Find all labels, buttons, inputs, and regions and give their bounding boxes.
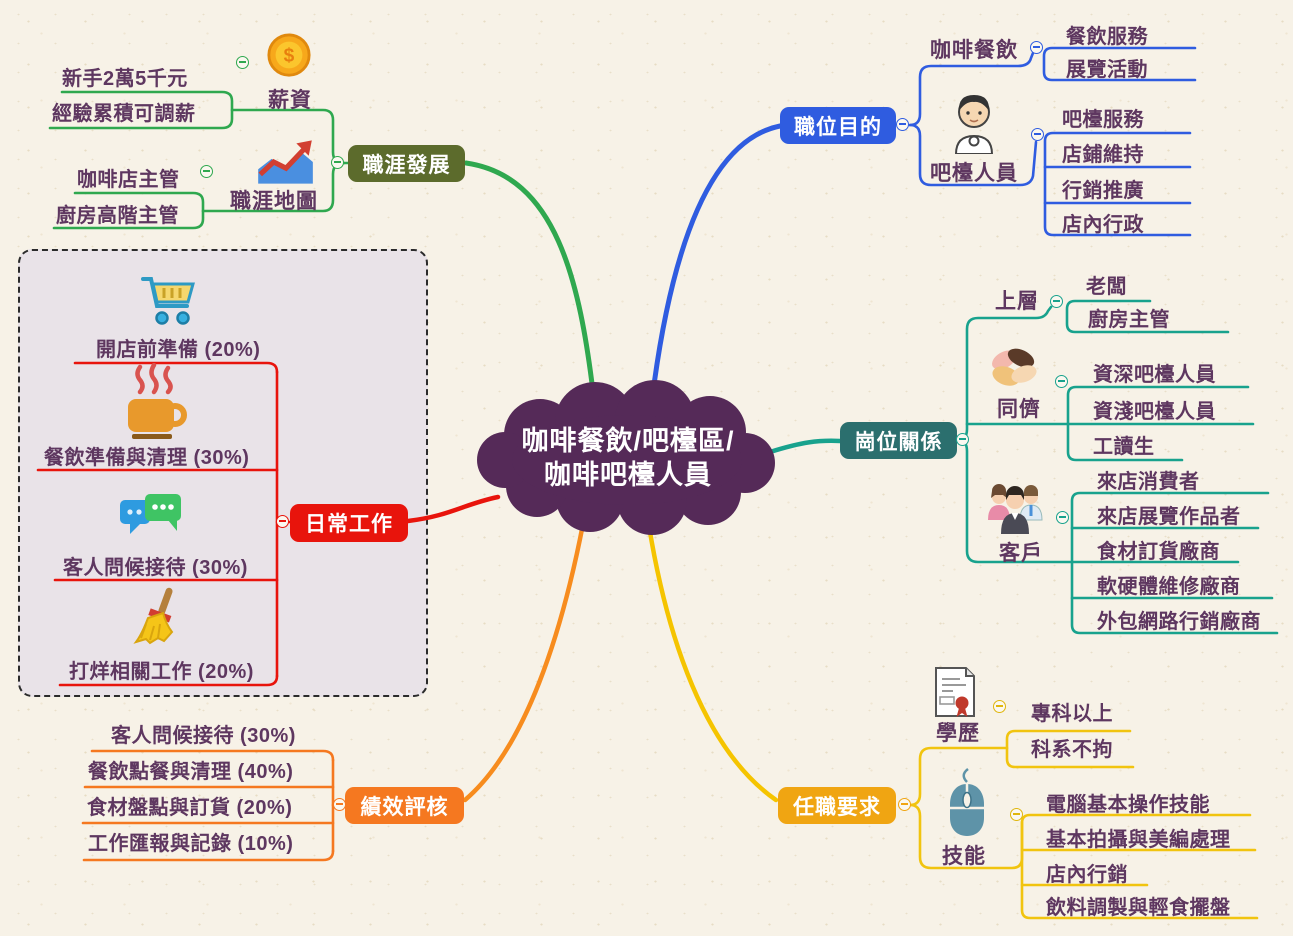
leaf-cust-4[interactable]: 軟硬體維修廠商 [1097,576,1241,598]
leaf-daily-1[interactable]: 開店前準備 (20%) [96,339,261,361]
leaf-salary-1[interactable]: 新手2萬5千元 [62,68,188,90]
leaf-skill-1[interactable]: 電腦基本操作技能 [1046,794,1210,816]
leaf-coffee-2[interactable]: 展覽活動 [1066,59,1148,81]
leaf-upper-1[interactable]: 老闆 [1086,276,1127,298]
topic-coffee-fnb[interactable]: 咖啡餐飲 [930,39,1018,62]
collapse-button-salary[interactable] [236,56,249,69]
collapse-button-career[interactable] [331,156,344,169]
central-topic-line1: 咖啡餐飲/吧檯區/ [521,426,735,456]
leaf-peers-2[interactable]: 資淺吧檯人員 [1093,401,1216,423]
topic-customers[interactable]: 客戶 [999,542,1043,565]
leaf-skill-3[interactable]: 店內行銷 [1046,864,1128,886]
branch-daily[interactable]: 日常工作 [290,504,408,542]
topic-education[interactable]: 學歷 [936,722,980,745]
collapse-button-upper[interactable] [1050,295,1063,308]
collapse-button-career-map[interactable] [200,165,213,178]
leaf-bar-2[interactable]: 店鋪維持 [1062,144,1144,166]
leaf-coffee-1[interactable]: 餐飲服務 [1066,26,1148,48]
leaf-perf-2[interactable]: 餐飲點餐與清理 (40%) [88,761,294,783]
collapse-button-education[interactable] [993,700,1006,713]
center-cloud-shape[interactable] [477,380,775,535]
leaf-bar-3[interactable]: 行銷推廣 [1062,180,1144,202]
leaf-map-2[interactable]: 廚房高階主管 [56,205,179,227]
leaf-daily-3[interactable]: 客人問候接待 (30%) [63,557,248,579]
branch-performance[interactable]: 績效評核 [345,787,464,824]
leaf-skill-2[interactable]: 基本拍攝與美編處理 [1046,829,1231,851]
svg-text:$: $ [284,46,295,67]
collapse-button-skills[interactable] [1010,808,1023,821]
leaf-perf-3[interactable]: 食材盤點與訂貨 (20%) [87,797,293,819]
topic-peers[interactable]: 同儕 [997,398,1041,421]
leaf-perf-4[interactable]: 工作匯報與記錄 (10%) [88,833,294,855]
leaf-perf-1[interactable]: 客人問候接待 (30%) [111,725,296,747]
collapse-button-requirements[interactable] [898,798,911,811]
central-topic[interactable]: 咖啡餐飲/吧檯區/ 咖啡吧檯人員 [478,424,778,492]
leaf-cust-5[interactable]: 外包網路行銷廠商 [1097,611,1261,633]
topic-upper[interactable]: 上層 [995,290,1039,313]
leaf-edu-1[interactable]: 專科以上 [1031,703,1113,725]
topic-bar-staff[interactable]: 吧檯人員 [930,162,1018,185]
central-topic-line2: 咖啡吧檯人員 [544,460,712,490]
branch-purpose[interactable]: 職位目的 [780,107,896,144]
collapse-button-performance[interactable] [333,798,346,811]
collapse-button-coffee-fnb[interactable] [1030,41,1043,54]
leaf-daily-2[interactable]: 餐飲準備與清理 (30%) [44,447,250,469]
collapse-button-daily[interactable] [276,515,289,528]
topic-salary[interactable]: 薪資 [268,89,312,112]
leaf-daily-4[interactable]: 打烊相關工作 (20%) [69,661,254,683]
leaf-peers-1[interactable]: 資深吧檯人員 [1093,364,1216,386]
leaf-cust-3[interactable]: 食材訂貨廠商 [1097,541,1220,563]
leaf-cust-2[interactable]: 來店展覽作品者 [1097,506,1241,528]
topic-career-map[interactable]: 職涯地圖 [230,190,318,213]
branch-career[interactable]: 職涯發展 [348,145,465,182]
daily-work-boundary [18,249,428,697]
collapse-button-bar-staff[interactable] [1031,128,1044,141]
topic-skills[interactable]: 技能 [942,845,986,868]
leaf-cust-1[interactable]: 來店消費者 [1097,471,1200,493]
collapse-button-customers[interactable] [1056,511,1069,524]
branch-relations[interactable]: 崗位關係 [840,422,957,459]
leaf-edu-2[interactable]: 科系不拘 [1031,739,1113,761]
leaf-map-1[interactable]: 咖啡店主管 [77,169,180,191]
purpose-child-lines [908,46,1197,237]
leaf-skill-4[interactable]: 飲料調製與輕食擺盤 [1046,897,1231,919]
leaf-bar-4[interactable]: 店內行政 [1062,214,1144,236]
main-branch-curves [405,123,843,803]
leaf-bar-1[interactable]: 吧檯服務 [1062,109,1144,131]
collapse-button-peers[interactable] [1055,375,1068,388]
leaf-peers-3[interactable]: 工讀生 [1093,436,1155,458]
collapse-button-purpose[interactable] [896,118,909,131]
branch-requirements[interactable]: 任職要求 [778,787,896,824]
leaf-salary-2[interactable]: 經驗累積可調薪 [52,103,196,125]
leaf-upper-2[interactable]: 廚房主管 [1088,309,1170,331]
collapse-button-relations[interactable] [956,433,969,446]
requirements-child-lines [908,729,1259,920]
